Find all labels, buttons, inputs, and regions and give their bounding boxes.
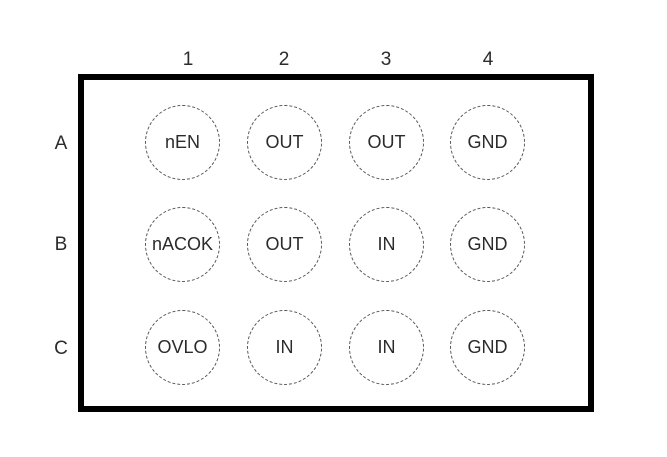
- row-label-b: B: [54, 234, 68, 255]
- pin-c3: IN: [349, 310, 424, 385]
- pin-c2: IN: [247, 310, 322, 385]
- pin-b4: GND: [450, 207, 525, 282]
- pin-b3: IN: [349, 207, 424, 282]
- pin-a1: nEN: [145, 105, 220, 180]
- column-label-2: 2: [278, 49, 290, 70]
- column-label-1: 1: [182, 49, 194, 70]
- pin-b2: OUT: [247, 207, 322, 282]
- pin-c4: GND: [450, 310, 525, 385]
- pin-b1: nACOK: [145, 207, 220, 282]
- row-label-a: A: [54, 133, 68, 154]
- column-label-3: 3: [380, 49, 392, 70]
- column-label-4: 4: [482, 49, 494, 70]
- row-label-c: C: [54, 338, 68, 359]
- pin-a3: OUT: [349, 105, 424, 180]
- pin-c1: OVLO: [145, 310, 220, 385]
- pin-a2: OUT: [247, 105, 322, 180]
- pin-a4: GND: [450, 105, 525, 180]
